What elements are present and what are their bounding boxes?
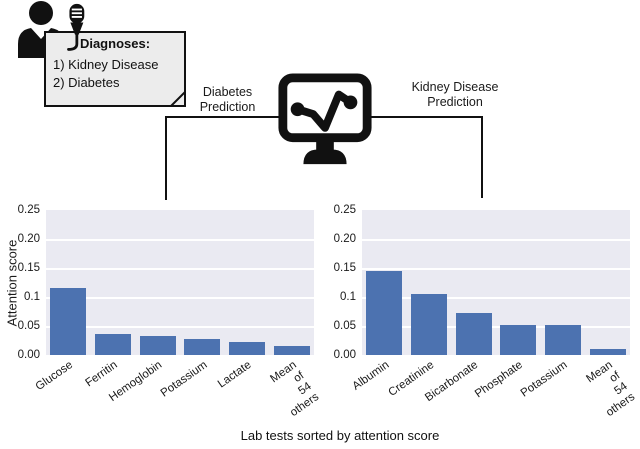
x-tick-label-ferritin: Ferritin: [83, 359, 120, 390]
gridline: [46, 239, 314, 241]
gridline: [362, 326, 630, 328]
y-tick-label: 0.00: [17, 349, 40, 361]
x-tick-label-glucose: Glucose: [33, 359, 76, 394]
gridline: [46, 326, 314, 328]
bar-glucose: [50, 288, 87, 355]
x-tick-label-potassium: Potassium: [519, 359, 570, 400]
bar-mean-of-54-others: [273, 346, 310, 355]
bar-mean-of-54-others: [589, 348, 626, 355]
bar-bicarbonate: [455, 312, 492, 355]
bar-phosphate: [500, 324, 537, 355]
gridline: [362, 268, 630, 270]
x-tick-label-potassium: Potassium: [158, 359, 210, 400]
y-tick-label: 0.25: [17, 204, 40, 216]
y-tick-label: 0.15: [333, 262, 356, 274]
diagnosis-item-2: 2) Diabetes: [53, 75, 120, 91]
diagnosis-item-1: 1) Kidney Disease: [53, 57, 159, 72]
x-tick-label-phosphate: Phosphate: [473, 359, 526, 401]
microphone-icon: [67, 3, 85, 51]
bar-ferritin: [95, 334, 131, 355]
bar-hemoglobin: [139, 336, 176, 355]
x-tick-label-mean-of-54-others: Mean of 54 others: [584, 359, 637, 419]
y-axis-label: Attention score: [4, 239, 20, 326]
gridline: [362, 239, 630, 241]
y-tick-label: 0.1: [24, 291, 40, 303]
monitor-pulse-icon: [278, 73, 372, 165]
bar-creatinine: [411, 294, 447, 355]
diagnoses-note-title: Diagnoses:: [79, 36, 151, 51]
gridline: [362, 297, 630, 299]
x-axis-caption: Lab tests sorted by attention score: [240, 428, 440, 443]
y-tick-label: 0.20: [333, 233, 356, 245]
y-tick-label: 0.05: [333, 320, 356, 332]
y-tick-label: 0.15: [17, 262, 40, 274]
x-tick-label-mean-of-54-others: Mean of 54 others: [268, 359, 321, 419]
gridline: [46, 268, 314, 270]
bar-potassium: [184, 339, 221, 355]
y-tick-label: 0.25: [333, 204, 356, 216]
y-tick-label: 0.20: [17, 233, 40, 245]
y-tick-label: 0.05: [17, 320, 40, 332]
bar-lactate: [229, 342, 265, 355]
connector-right-vertical-line: [481, 116, 483, 198]
x-tick-label-lactate: Lactate: [216, 359, 254, 391]
diabetes-prediction-label: Diabetes Prediction: [199, 85, 256, 114]
bar-potassium: [545, 324, 581, 355]
kidney-disease-prediction-label: Kidney Disease Prediction: [411, 80, 499, 109]
gridline: [46, 297, 314, 299]
y-tick-label: 0.00: [333, 349, 356, 361]
y-tick-label: 0.1: [340, 291, 356, 303]
diagnoses-note: Diagnoses: 1) Kidney Disease 2) Diabetes: [44, 31, 186, 107]
connector-left-vertical-line: [165, 116, 167, 200]
bar-albumin: [366, 270, 403, 355]
note-fold-corner-icon: [170, 91, 186, 107]
